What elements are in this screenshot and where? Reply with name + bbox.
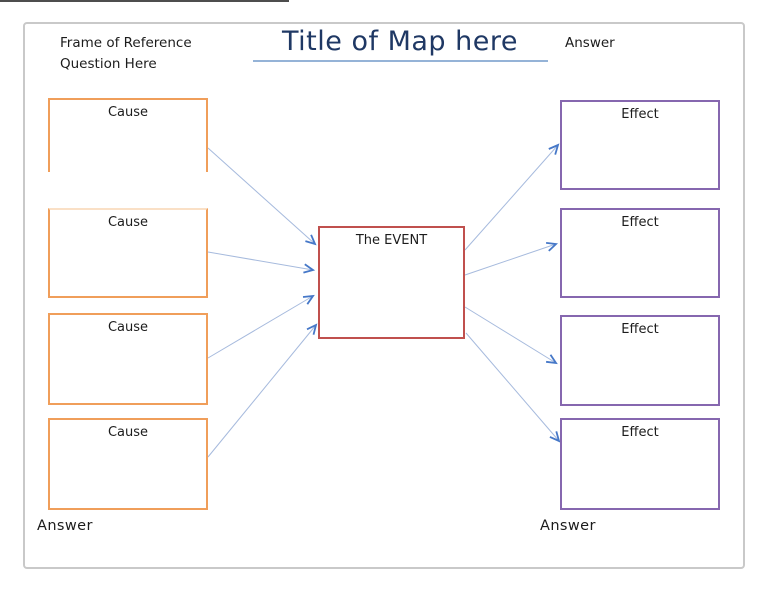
answer-bottom-right-label: Answer — [540, 518, 596, 534]
cause-box-4[interactable]: Cause — [48, 418, 208, 510]
effect-label: Effect — [621, 322, 659, 337]
effect-box-3[interactable]: Effect — [560, 315, 720, 406]
frame-of-reference-label: Frame of Reference Question Here — [60, 35, 192, 72]
cause-box-3[interactable]: Cause — [48, 313, 208, 405]
map-title: Title of Map here — [282, 26, 518, 57]
cause-box-2[interactable]: Cause — [48, 208, 208, 298]
effect-label: Effect — [621, 425, 659, 440]
effect-box-4[interactable]: Effect — [560, 418, 720, 510]
effect-label: Effect — [621, 215, 659, 230]
cause-label: Cause — [107, 320, 149, 335]
cause-box-1[interactable]: Cause — [48, 98, 208, 172]
event-box[interactable]: The EVENT — [318, 226, 465, 339]
cause-label: Cause — [107, 105, 149, 120]
effect-box-1[interactable]: Effect — [560, 100, 720, 190]
event-label: The EVENT — [355, 233, 428, 248]
title-underline — [253, 60, 548, 62]
cause-label: Cause — [107, 215, 149, 230]
answer-bottom-left-label: Answer — [37, 518, 93, 534]
answer-top-right-label: Answer — [565, 35, 615, 51]
cause-label: Cause — [107, 425, 149, 440]
effect-box-2[interactable]: Effect — [560, 208, 720, 298]
effect-label: Effect — [621, 107, 659, 122]
window-top-edge — [0, 0, 289, 2]
